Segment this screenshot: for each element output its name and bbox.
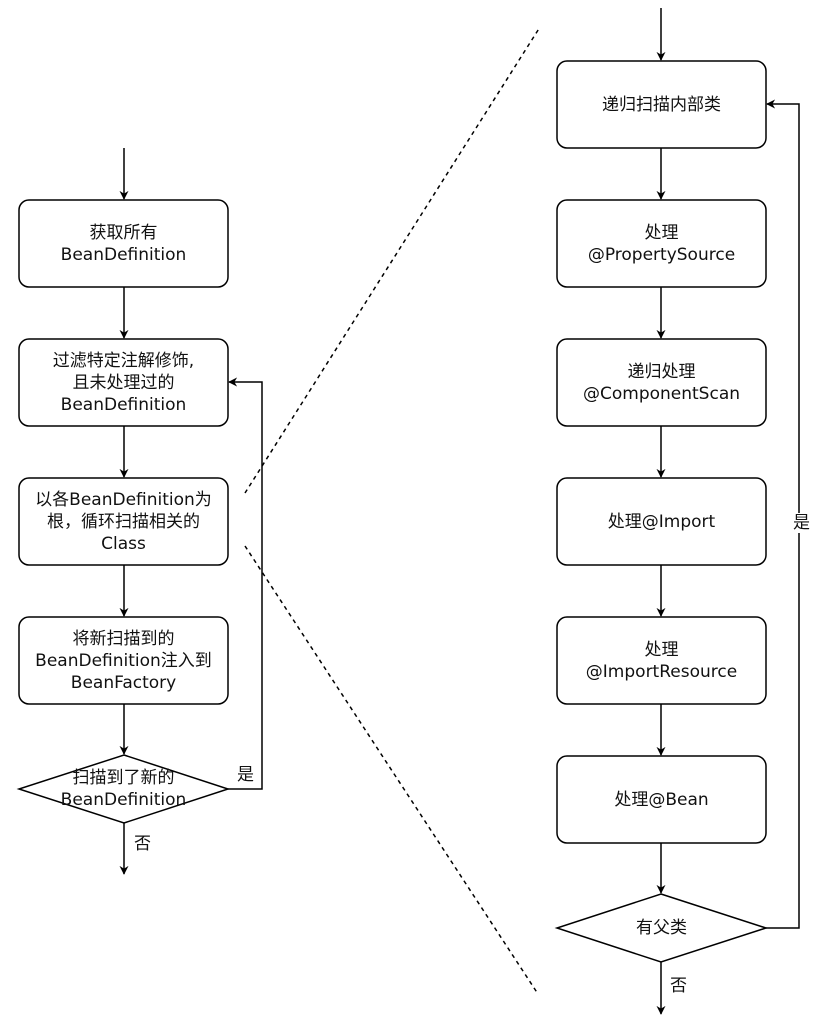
left-node-box-4 <box>18 616 229 705</box>
right-node-box-6 <box>556 755 767 844</box>
left-decision-diamond <box>16 754 231 824</box>
right-flow <box>554 8 800 1015</box>
right-node-box-4 <box>556 477 767 566</box>
zoom-callout-line-top <box>244 26 541 494</box>
right-node-box-5 <box>556 616 767 705</box>
right-node-box-2 <box>556 199 767 288</box>
zoom-callout-line-bottom <box>244 545 539 995</box>
left-node-box-2 <box>18 338 229 427</box>
right-no-label: 否 <box>670 976 687 996</box>
right-yes-label: 是 <box>793 513 810 533</box>
right-node-box-1 <box>556 60 767 149</box>
left-yes-loop-connector <box>228 377 263 790</box>
left-node-box-3 <box>18 477 229 566</box>
left-node-box-1 <box>18 199 229 288</box>
left-flow <box>16 148 263 875</box>
right-decision-diamond <box>554 893 769 963</box>
left-yes-label: 是 <box>237 765 254 785</box>
left-no-label: 否 <box>134 834 151 854</box>
right-node-box-3 <box>556 338 767 427</box>
